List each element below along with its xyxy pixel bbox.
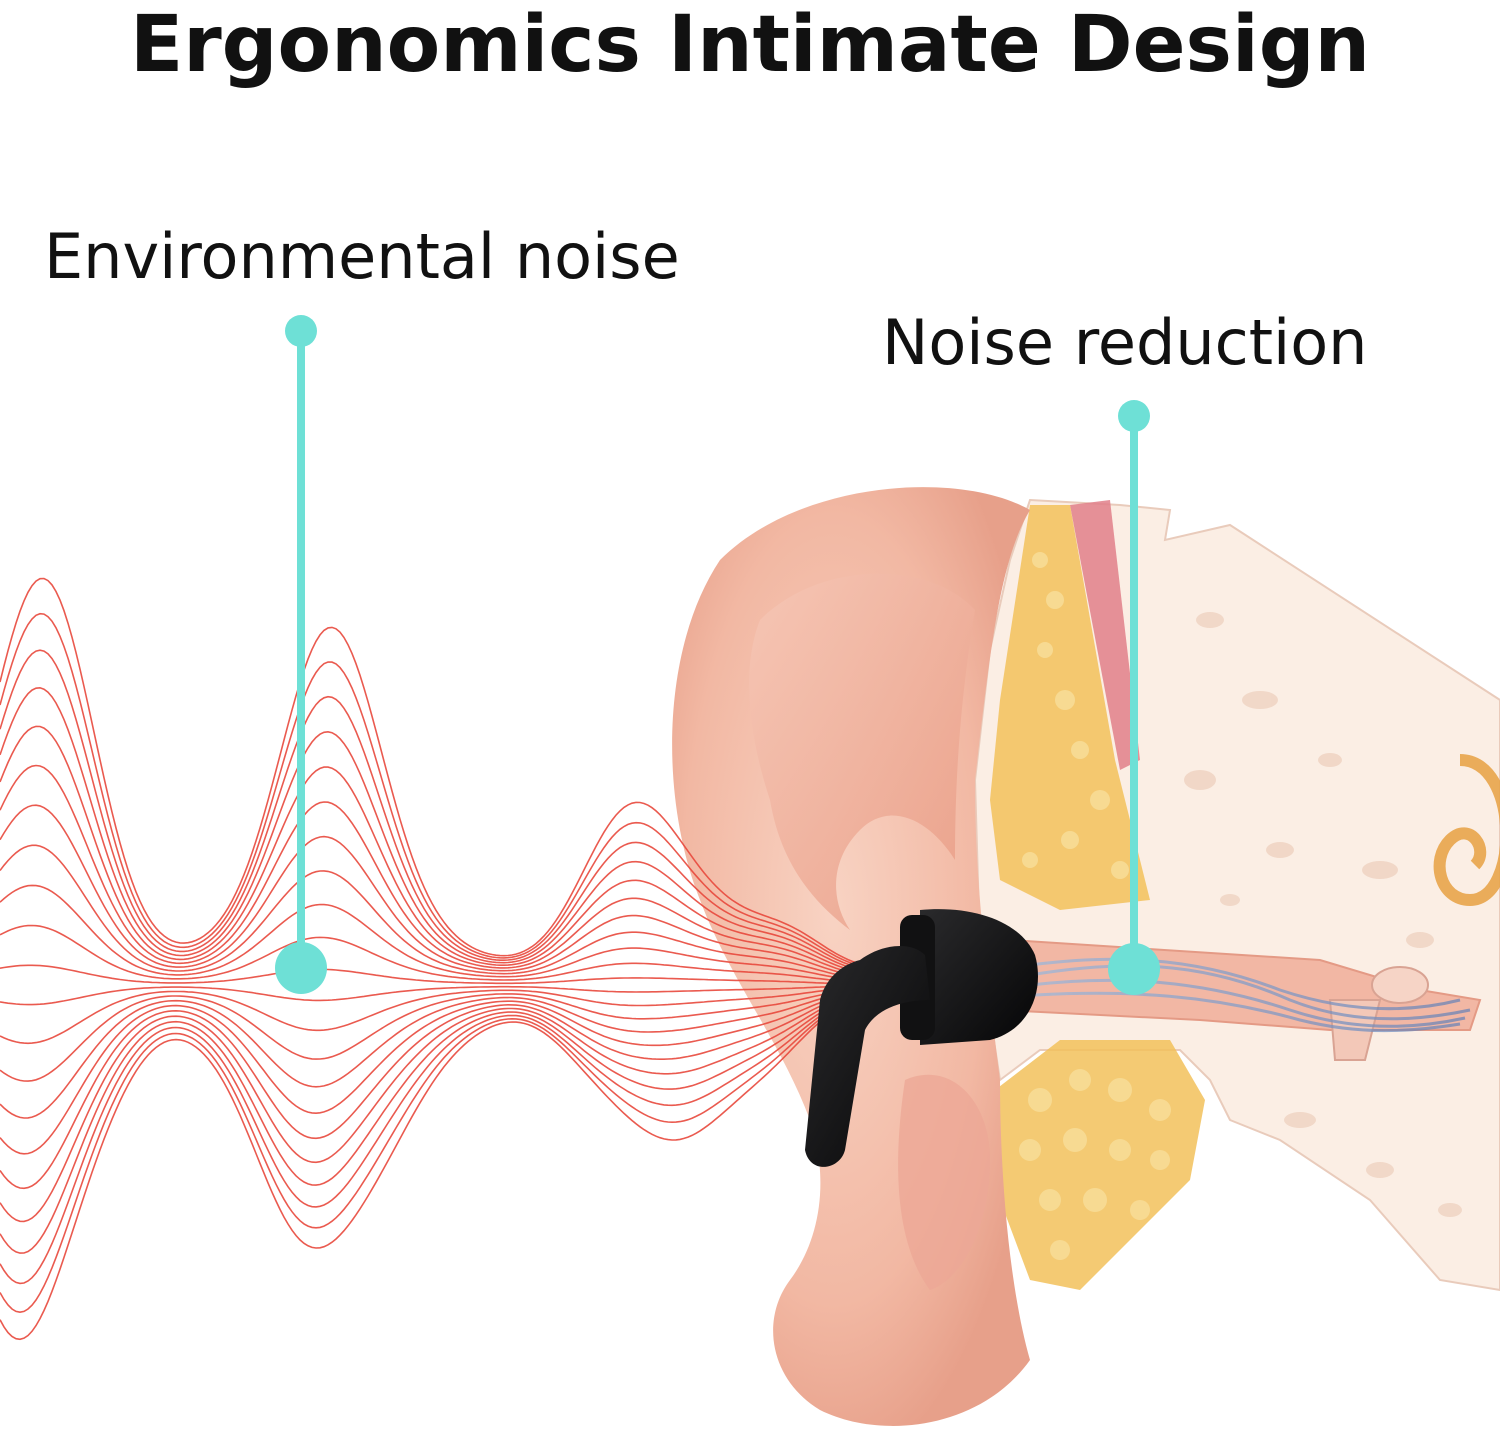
sound-wave-line	[0, 995, 881, 1314]
sound-wave-line	[0, 987, 881, 1082]
sound-wave-line	[0, 612, 881, 971]
sound-wave-line	[0, 924, 881, 984]
sound-wave-line	[0, 996, 881, 1341]
callout-noise-reduction	[1108, 400, 1160, 995]
sound-wave-line	[0, 989, 881, 1155]
sound-wave-line	[0, 992, 881, 1223]
sound-wave-line	[0, 884, 881, 983]
sound-wave-line	[0, 764, 881, 978]
sound-wave-line	[0, 988, 881, 1119]
page-title: Ergonomics Intimate Design	[129, 0, 1371, 90]
sound-wave-line	[0, 993, 881, 1254]
sound-wave-line	[0, 725, 881, 976]
sound-wave-line	[0, 686, 881, 974]
sound-wave-line	[0, 986, 881, 1045]
sound-wave	[0, 577, 881, 1341]
sound-wave-line	[0, 991, 881, 1190]
callout-environmental-noise	[275, 315, 327, 994]
outer-ear	[672, 487, 1030, 1426]
sound-flow	[1029, 957, 1471, 1033]
label-environmental-noise: Environmental noise	[44, 220, 680, 293]
sound-wave-line	[0, 577, 881, 969]
label-noise-reduction: Noise reduction	[882, 306, 1368, 379]
sound-wave-line	[0, 984, 880, 1006]
ear-cross-section	[973, 498, 1500, 1292]
sound-wave-line	[0, 994, 881, 1285]
earbud-icon	[805, 909, 1038, 1167]
sound-wave-line	[0, 804, 881, 979]
sound-wave-line	[0, 649, 881, 972]
sound-wave-line	[0, 964, 880, 986]
sound-wave-line	[0, 844, 881, 981]
